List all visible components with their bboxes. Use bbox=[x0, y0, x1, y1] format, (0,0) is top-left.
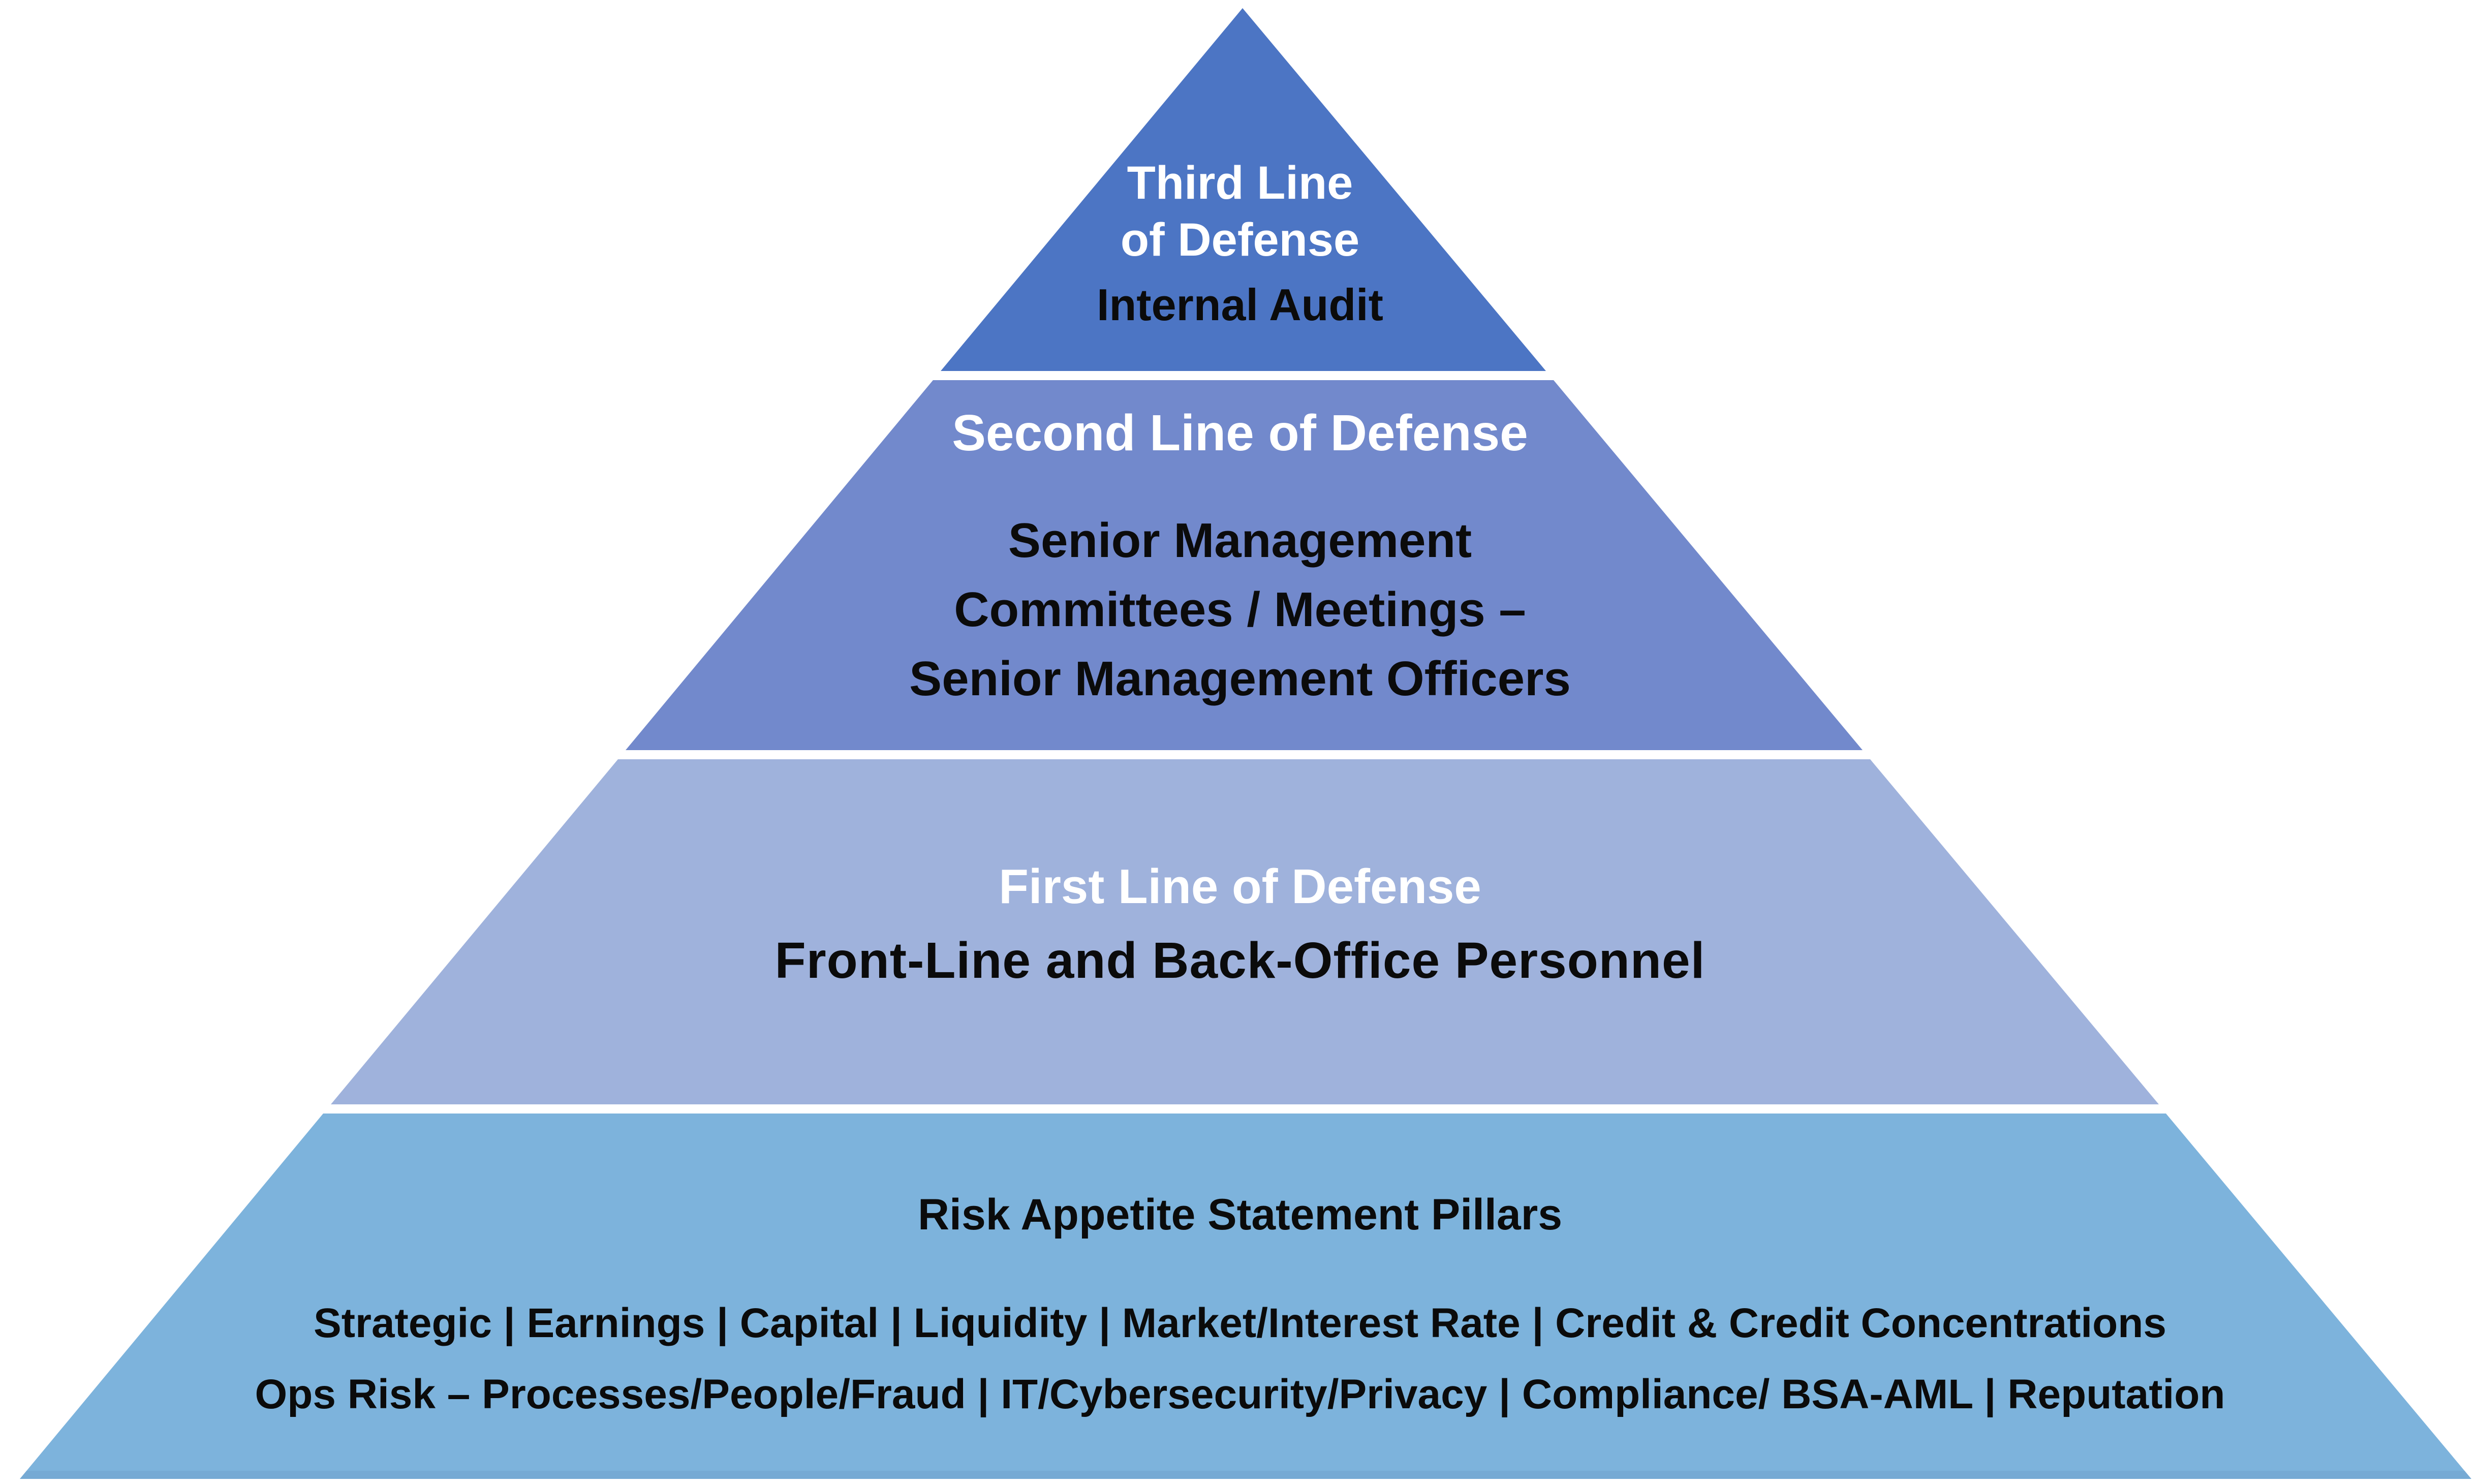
risk-appetite-pillars-line-2: Ops Risk – Processes/People/Fraud | IT/C… bbox=[255, 1371, 2225, 1417]
second-line-body: Senior Management Committees / Meetings … bbox=[909, 513, 1571, 706]
third-line-sublabel: Internal Audit bbox=[1097, 280, 1383, 330]
first-line-body: Front-Line and Back-Office Personnel bbox=[774, 932, 1706, 989]
risk-appetite-pillars-line-1: Strategic | Earnings | Capital | Liquidi… bbox=[314, 1300, 2166, 1346]
pyramid-bottom-edge bbox=[20, 1471, 2471, 1479]
third-line-title: Third Line of Defense bbox=[1120, 157, 1360, 266]
first-line-title: First Line of Defense bbox=[999, 859, 1481, 914]
risk-appetite-title: Risk Appetite Statement Pillars bbox=[917, 1190, 1563, 1239]
second-line-title: Second Line of Defense bbox=[952, 405, 1528, 461]
